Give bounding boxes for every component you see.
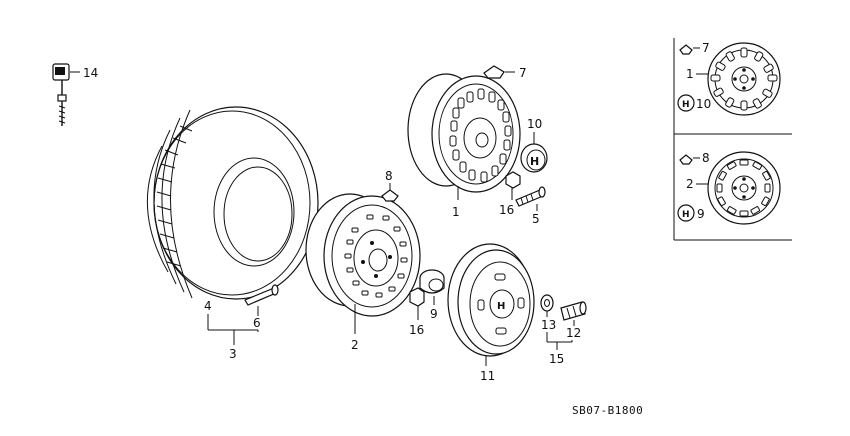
clip-8-part xyxy=(381,183,399,202)
inset-callout-8: 8 xyxy=(702,151,710,165)
callout-11: 11 xyxy=(480,369,495,383)
callout-8: 8 xyxy=(385,169,393,183)
callout-3: 3 xyxy=(229,347,237,361)
svg-text:H: H xyxy=(497,301,505,312)
inset-divider xyxy=(673,38,792,241)
inset-clip-8 xyxy=(679,154,700,165)
bracket-3 xyxy=(207,314,259,345)
svg-text:H: H xyxy=(530,155,539,168)
valve-part xyxy=(244,284,279,316)
callout-1: 1 xyxy=(452,205,460,219)
inset-wheel-1 xyxy=(696,42,781,116)
nut-16b-part xyxy=(505,171,521,200)
callout-15: 15 xyxy=(549,352,564,366)
inset-clip-7 xyxy=(679,44,700,55)
svg-text:H: H xyxy=(682,210,690,220)
tpms-sensor-part xyxy=(52,63,80,126)
steel-wheel-part xyxy=(305,193,421,334)
callout-9: 9 xyxy=(430,307,438,321)
wheel-1-part xyxy=(407,73,521,200)
diagram-code: SB07-B1800 xyxy=(572,404,643,417)
bracket-15 xyxy=(546,332,573,350)
callout-16b: 16 xyxy=(499,203,514,217)
tire-part xyxy=(146,106,319,300)
callout-2: 2 xyxy=(351,338,359,352)
callout-6: 6 xyxy=(253,316,261,330)
inset-callout-9: 9 xyxy=(697,207,705,221)
callout-14: 14 xyxy=(83,66,98,80)
washer-13-part xyxy=(540,294,554,317)
callout-16a: 16 xyxy=(409,323,424,337)
nut-12-part xyxy=(560,301,587,326)
nut-16a-part xyxy=(409,287,425,320)
inset-wheel-2 xyxy=(696,151,781,225)
inset-cap-10: H xyxy=(677,94,695,112)
callout-7: 7 xyxy=(519,66,527,80)
callout-12: 12 xyxy=(566,326,581,340)
callout-5: 5 xyxy=(532,212,540,226)
callout-10: 10 xyxy=(527,117,542,131)
inset-callout-2: 2 xyxy=(686,177,694,191)
inset-cap-9: H xyxy=(677,204,695,222)
wheel-cover-part: H xyxy=(447,243,535,366)
callout-13: 13 xyxy=(541,318,556,332)
cap-9-part xyxy=(419,269,445,305)
inset-callout-7: 7 xyxy=(702,41,710,55)
clip-7-part xyxy=(483,65,515,79)
stud-5-part xyxy=(515,186,546,211)
cap-10-part: H xyxy=(520,132,548,173)
inset-callout-10: 10 xyxy=(696,97,711,111)
callout-4: 4 xyxy=(204,299,212,313)
inset-callout-1: 1 xyxy=(686,67,694,81)
svg-text:H: H xyxy=(682,100,690,110)
